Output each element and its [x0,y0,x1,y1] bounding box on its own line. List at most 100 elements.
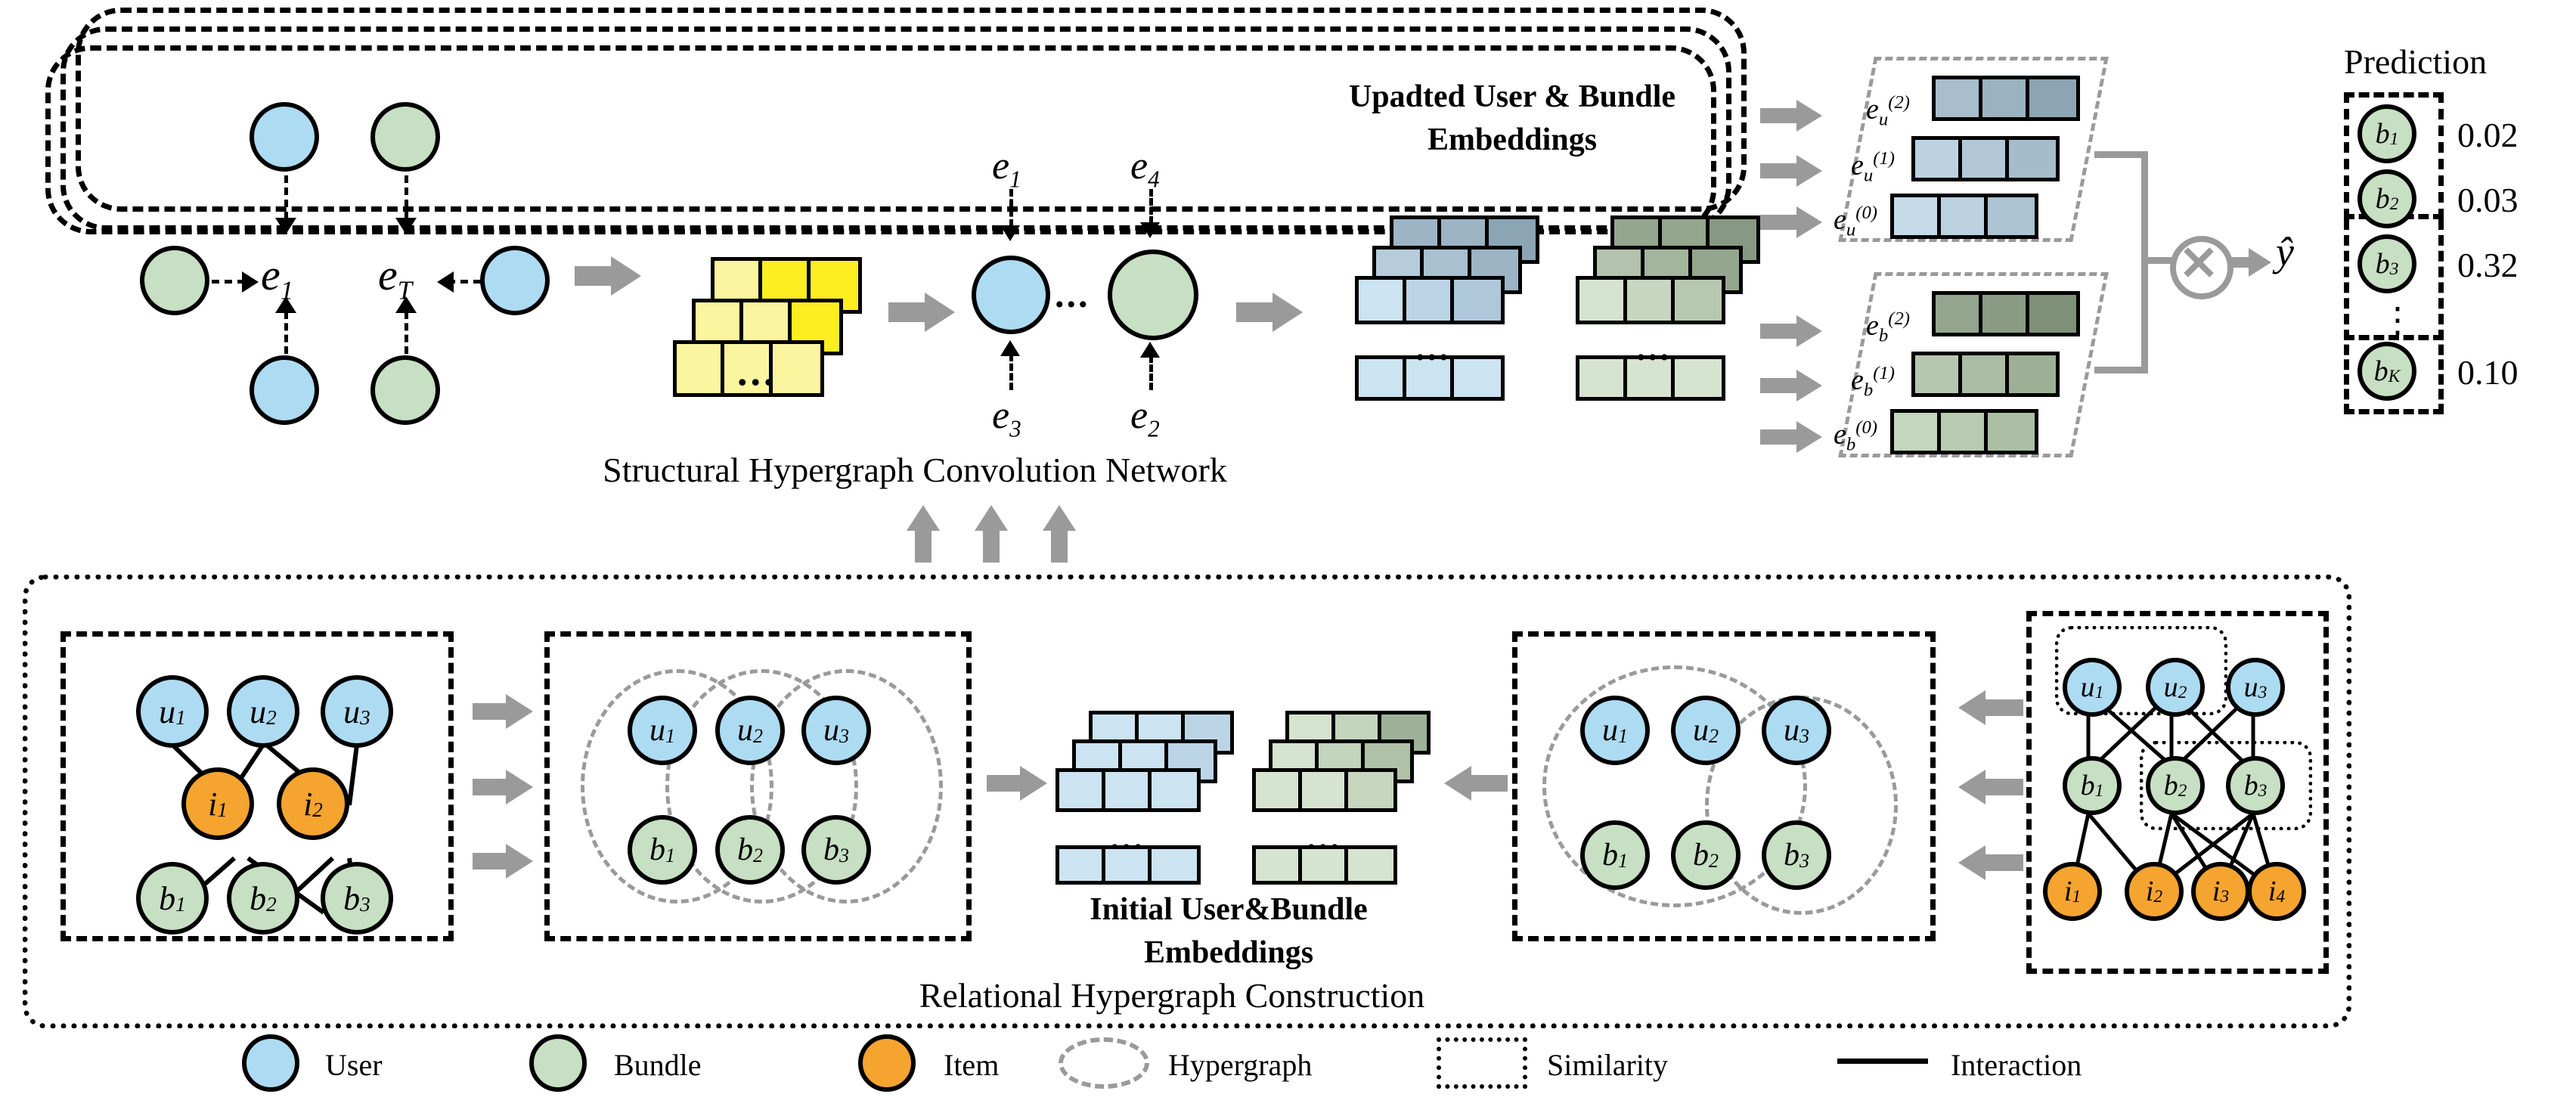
yellow-brick-ellipsis: ... [737,349,777,394]
dashed-arrow-up-eT [405,312,408,354]
hyperedge-label-e1-conv: e1 [992,144,1021,193]
fusion-line-bundle [2094,367,2147,374]
relational-hypergraph-panel [23,575,2351,1028]
dashed-arrow-e3-conv [1009,354,1013,390]
legend-label-bundle: Bundle [614,1048,702,1082]
legend-label-hypergraph: Hypergraph [1168,1048,1313,1082]
structural-hgcn-title: Structural Hypergraph Convolution Networ… [603,451,1227,489]
prediction-score-b2: 0.03 [2457,181,2519,219]
node-user-mid-right [480,246,550,315]
dashed-arrow-e2-conv [1149,355,1153,390]
fusion-operator [2170,236,2233,299]
arrowhead-up-e1 [275,296,296,313]
initial-embeddings-caption: Initial User&Bundle Embeddings [1017,888,1440,974]
arrowhead-e2-conv [1140,342,1160,358]
prediction-list-box-bottom [2344,330,2444,414]
hyperedge-label-e4-conv: e4 [1130,144,1160,193]
structural-hgcn-panel [45,45,1716,234]
initial-caption-line2: Embeddings [1143,935,1314,970]
prediction-list-box-lower [2344,219,2444,340]
fusion-line-vertical [2141,151,2148,374]
node-bundle-bottom-right [370,355,440,425]
top-card-back-3 [76,8,1747,212]
updated-bundle-brick-row-1 [1576,276,1725,324]
bundle-embedding-vector-1 [1911,352,2060,397]
hyperedge-label-e3-conv: e3 [992,394,1021,442]
conv-nodes-ellipsis: ... [1055,273,1090,315]
hypergraph-ellipse-right [750,669,943,904]
bundle-embedding-label-2: eb(2) [1866,308,1911,346]
arrowhead-up-eT [395,296,417,313]
arrowhead-right-e1 [242,271,259,293]
prediction-score-bK: 0.10 [2457,353,2519,392]
updated-bundle-brick-row-lower [1576,355,1725,401]
tripartite-graph-box [2026,611,2329,974]
hypergraph-left-box [544,631,972,941]
node-user-conv [972,256,1050,334]
legend-label-interaction: Interaction [1951,1048,2082,1082]
user-embedding-vector-0 [1890,194,2038,239]
bundle-embedding-vector-2 [1932,291,2080,336]
prediction-score-b3: 0.32 [2457,246,2519,284]
node-bundle-mid-left [140,246,209,315]
dashed-arrow-down-e1 [284,175,288,219]
prediction-vdots: ⋮ [2380,301,2415,339]
bipartite-graph-box [60,631,454,941]
bundle-embedding-vector-0 [1890,409,2038,454]
user-embedding-label-0: eu(0) [1834,203,1878,240]
prediction-output-yhat: ŷ [2276,229,2294,274]
arrowhead-down-eT [395,218,417,234]
legend-label-similarity: Similarity [1547,1048,1668,1082]
arrowhead-down-e1 [275,218,296,234]
legend-icon-bundle [529,1034,587,1092]
dashed-arrow-down-eT [405,175,408,219]
legend-icon-user [242,1034,299,1092]
hypergraph-right-box [1512,631,1936,941]
initial-bundle-brick-row-1 [1252,768,1397,812]
arrowhead-e3-conv [1000,340,1020,356]
yellow-brick-row-1 [673,340,824,397]
similarity-box-users [2055,626,2227,715]
arrowhead-e4-conv [1140,222,1160,238]
legend-icon-item [858,1034,916,1092]
hyperedge-label-e2-conv: e2 [1130,394,1160,442]
bundle-embedding-label-1: eb(1) [1851,363,1896,401]
similarity-box-bundles [2140,741,2312,830]
updated-caption-line1: Upadted User & Bundle [1348,79,1676,114]
legend-icon-hypergraph [1059,1037,1149,1089]
node-bundle-conv [1108,250,1198,340]
node-user-bottom-left [250,355,319,425]
node-bundle-top-right [370,102,440,172]
dashed-arrow-left-eT [448,280,481,284]
initial-bundle-brick-row-lower [1252,845,1397,885]
legend-label-item: Item [944,1048,1000,1082]
top-card-back-2 [60,26,1731,231]
dashed-arrow-right-e1 [212,280,245,284]
dashed-arrow-e1-conv [1009,189,1013,227]
updated-user-brick-row-lower [1355,355,1505,401]
initial-caption-line1: Initial User&Bundle [1090,892,1368,927]
arrowhead-e1-conv [1000,225,1020,241]
initial-user-brick-row-lower [1056,845,1201,885]
